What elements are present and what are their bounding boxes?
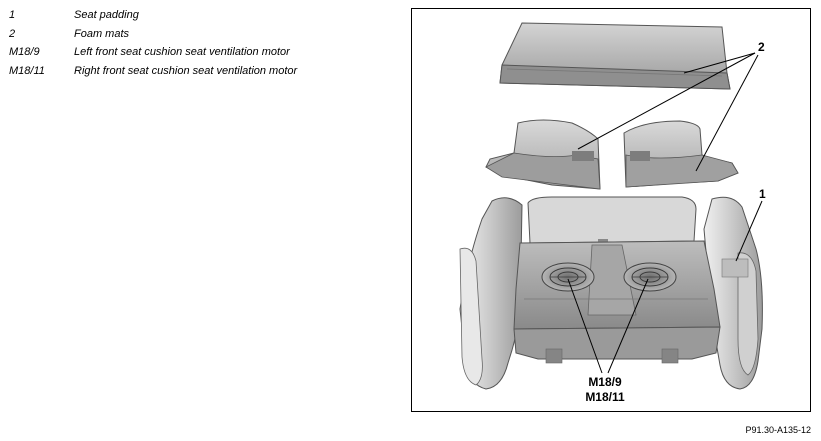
legend-code: 2 bbox=[9, 27, 16, 40]
legend-item: M18/9 Left front seat cushion seat venti… bbox=[9, 43, 297, 62]
legend-code: M18/11 bbox=[9, 64, 45, 77]
callout-2: 2 bbox=[758, 40, 765, 54]
legend-description: Seat padding bbox=[74, 9, 139, 22]
figure-reference: P91.30-A135-12 bbox=[745, 425, 811, 435]
callout-m18-9: M18/9 bbox=[588, 375, 622, 389]
figure-frame: 2 1 M18/9 M18/11 bbox=[411, 8, 811, 412]
ventilation-motor-left bbox=[541, 262, 595, 292]
legend-description: Foam mats bbox=[74, 27, 130, 40]
foam-mat-right bbox=[623, 120, 739, 188]
legend-item: 2 Foam mats bbox=[9, 25, 297, 44]
legend-description: Left front seat cushion seat ventilation… bbox=[74, 46, 290, 59]
foam-mat-left bbox=[485, 119, 601, 190]
legend-list: 1 Seat padding 2 Foam mats M18/9 Left fr… bbox=[9, 6, 297, 80]
callout-m18-11: M18/11 bbox=[585, 390, 625, 404]
legend-code: 1 bbox=[9, 9, 16, 22]
seat-padding bbox=[459, 196, 763, 390]
legend-description: Right front seat cushion seat ventilatio… bbox=[74, 64, 298, 77]
callout-1: 1 bbox=[759, 187, 766, 201]
legend-item: 1 Seat padding bbox=[9, 6, 297, 25]
seat-exploded-illustration: 2 1 M18/9 M18/11 bbox=[459, 22, 766, 404]
legend-item: M18/11 Right front seat cushion seat ven… bbox=[9, 62, 297, 81]
ventilation-motor-right bbox=[623, 262, 677, 292]
leader-lines bbox=[567, 52, 763, 374]
foam-mat-top bbox=[499, 22, 731, 90]
legend-code: M18/9 bbox=[9, 46, 40, 59]
